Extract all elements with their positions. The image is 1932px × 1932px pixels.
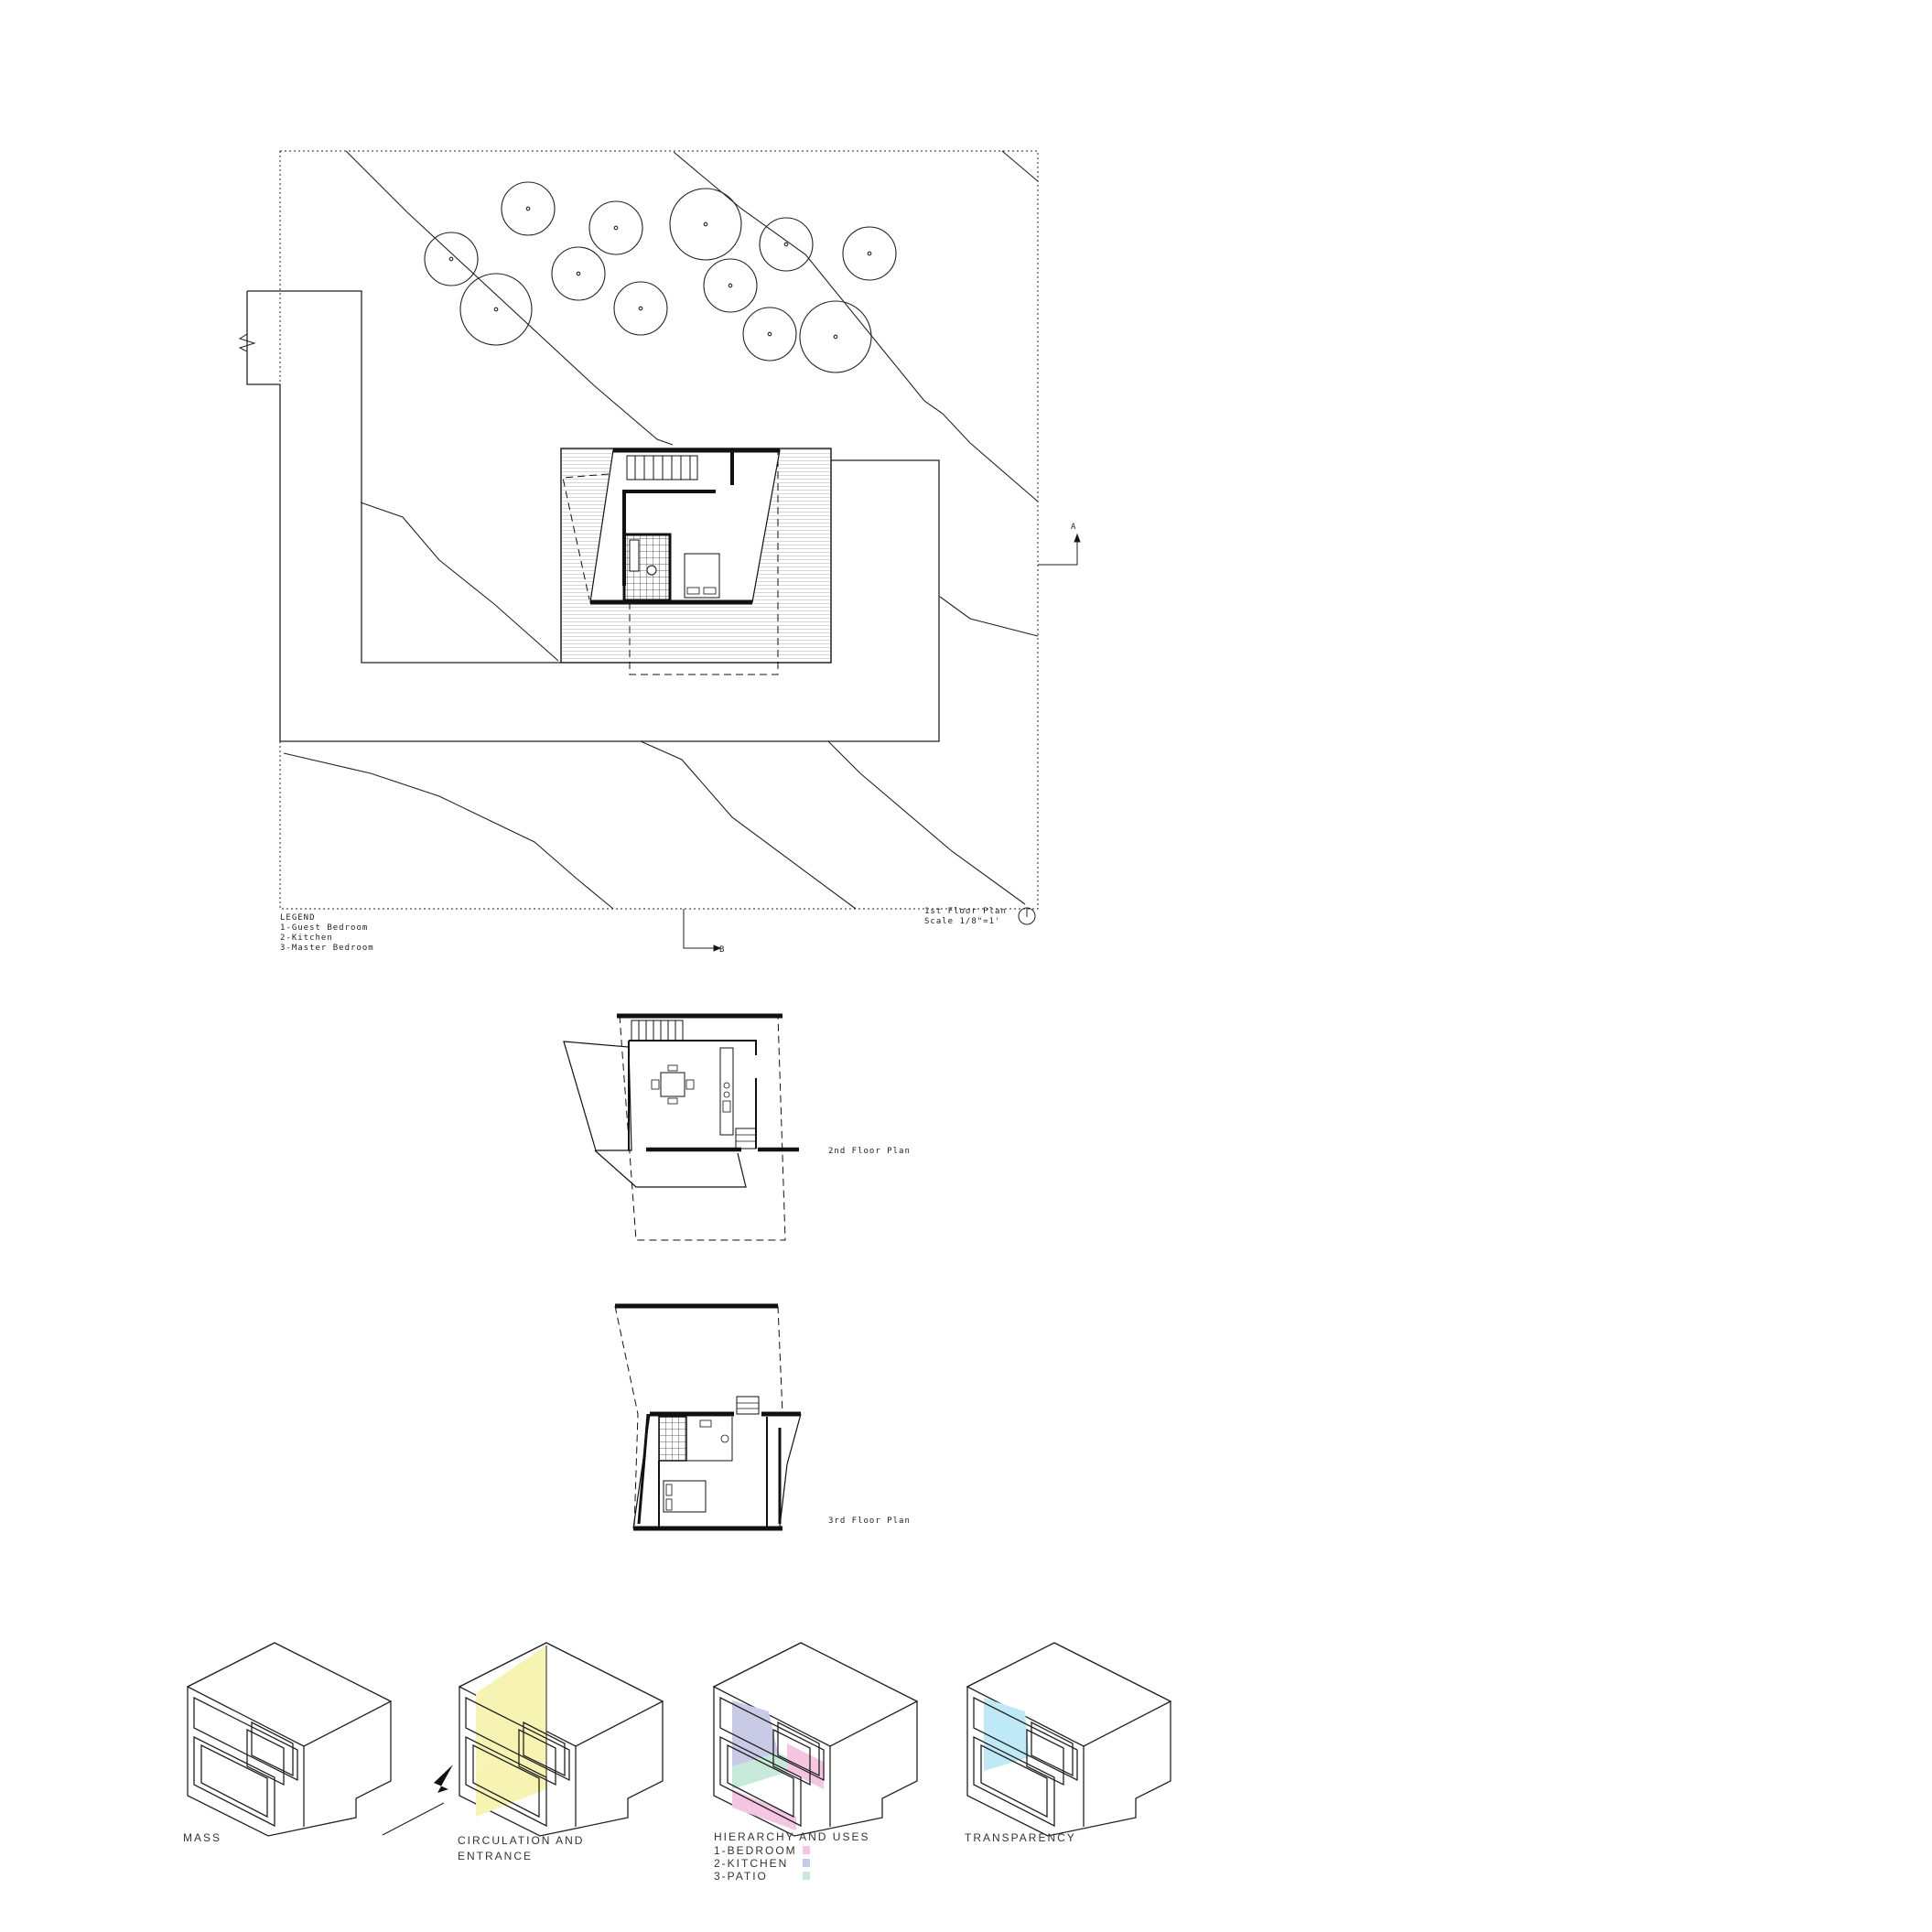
contour-lines <box>283 150 1039 910</box>
use-label-3: 3-PATIO <box>714 1870 768 1883</box>
trees <box>424 181 897 373</box>
section-marker-a <box>1038 533 1081 566</box>
legend-item-1: 1-Guest Bedroom <box>280 923 368 933</box>
bedroom-zone-upper <box>787 1743 824 1789</box>
section-marker-b <box>683 909 722 952</box>
caption-circulation-1: CIRCULATION AND <box>458 1834 584 1847</box>
axo-circulation <box>458 1642 664 1837</box>
axo-transparency <box>966 1642 1172 1837</box>
legend: LEGEND 1-Guest Bedroom 2-Kitchen 3-Maste… <box>280 913 374 953</box>
axo-hierarchy <box>712 1642 919 1837</box>
legend-item-3: 3-Master Bedroom <box>280 944 374 953</box>
section-b-label: B <box>719 945 725 955</box>
use-swatch-3 <box>803 1872 810 1880</box>
caption-mass: MASS <box>183 1831 221 1844</box>
caption-transparency: TRANSPARENCY <box>965 1831 1076 1844</box>
north-arrow-icon <box>1018 907 1036 925</box>
floor-plan-3 <box>614 1303 802 1531</box>
circulation-arrow <box>382 1765 453 1836</box>
section-a-label: A <box>1071 523 1076 532</box>
plan-scale-1: Scale 1/8"=1' <box>924 917 1000 926</box>
caption-hierarchy: HIERARCHY AND USES <box>714 1830 869 1843</box>
break-symbol <box>238 291 256 384</box>
plan-title-3: 3rd Floor Plan <box>828 1516 911 1526</box>
use-label-1: 1-BEDROOM <box>714 1844 797 1857</box>
caption-circulation-2: ENTRANCE <box>458 1850 533 1862</box>
legend-item-2: 2-Kitchen <box>280 934 333 943</box>
site-plan <box>238 150 1081 952</box>
use-swatch-2 <box>803 1859 810 1867</box>
circulation-volume <box>476 1646 546 1766</box>
use-label-2: 2-KITCHEN <box>714 1857 788 1870</box>
use-swatch-1 <box>803 1846 810 1854</box>
floor-plan-2 <box>563 1013 799 1241</box>
axo-mass <box>186 1642 393 1837</box>
legend-title: LEGEND <box>280 913 316 923</box>
kitchen-zone <box>732 1700 778 1766</box>
site-boundary <box>279 150 1039 910</box>
plan-title-2: 2nd Floor Plan <box>828 1147 911 1156</box>
house-plan-1 <box>562 448 781 675</box>
plan-title-1: 1st Floor Plan <box>924 907 1007 916</box>
